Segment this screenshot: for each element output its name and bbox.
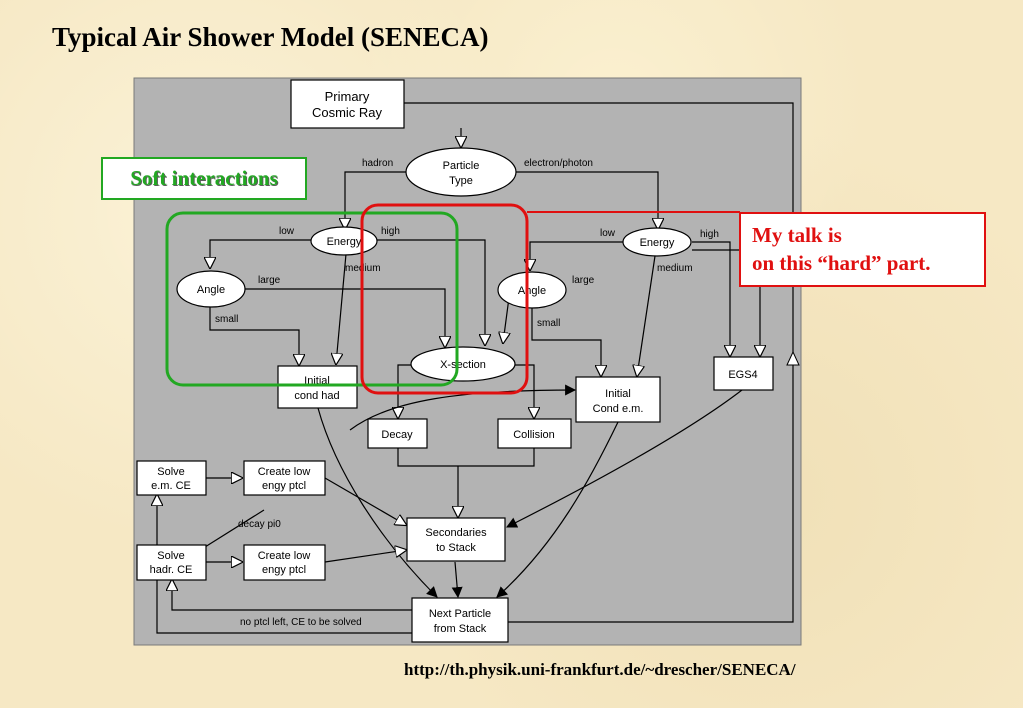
edge-create1-secondaries (324, 477, 406, 525)
soft-interactions-callout: Soft interactions (101, 157, 307, 200)
node-initial-had: Initial cond had (277, 365, 358, 409)
edge-join (397, 448, 535, 467)
node-secondaries: Secondaries to Stack (406, 517, 506, 562)
node-secondaries-line2: to Stack (436, 542, 476, 554)
edge-secondaries-next (451, 561, 463, 599)
node-create-low-2-line1: Create low (258, 550, 311, 562)
node-initial-em-line1: Initial (605, 388, 631, 400)
node-initial-had-line2: cond had (294, 390, 339, 402)
hard-part-line2: on this “hard” part. (752, 251, 931, 275)
hard-part-line1: My talk is (752, 223, 842, 247)
edge-medium-had (336, 253, 347, 364)
edge-high-em-a (692, 241, 730, 356)
edge-small-had (209, 306, 299, 365)
node-create-low-2-line2: engy ptcl (262, 564, 306, 576)
node-particle-type-line2: Type (449, 175, 473, 187)
edge-xsec-collision (515, 364, 534, 418)
node-primary: Primary Cosmic Ray (290, 79, 405, 129)
node-angle-hadron: Angle (176, 270, 246, 308)
soft-interactions-highlight (165, 211, 459, 387)
node-xsection-label: X-section (440, 359, 486, 371)
node-angle-hadron-label: Angle (197, 284, 225, 296)
node-solve-hadr-line1: Solve (157, 550, 185, 562)
label-high-had: high (381, 226, 400, 237)
node-energy-hadron: Energy (310, 226, 378, 256)
node-xsection: X-section (410, 346, 516, 382)
node-solve-hadr: Solve hadr. CE (136, 544, 207, 581)
label-medium-em: medium (657, 263, 693, 274)
node-next-particle-line1: Next Particle (429, 608, 491, 620)
edge-loop-arrowhead (786, 350, 800, 366)
node-energy-hadron-label: Energy (327, 236, 362, 248)
edge-hadron (345, 171, 407, 229)
node-initial-em-line2: Cond e.m. (593, 403, 644, 415)
node-next-particle: Next Particle from Stack (411, 597, 509, 643)
label-low-em: low (600, 228, 616, 239)
node-initial-em: Initial Cond e.m. (575, 376, 661, 423)
edge-xsec-decay (398, 364, 412, 418)
node-create-low-1-line1: Create low (258, 466, 311, 478)
edge-no-ptcl-lower (156, 580, 412, 634)
edge-large-had (244, 288, 445, 347)
label-no-ptcl-left: no ptcl left, CE to be solved (240, 617, 362, 628)
edge-low-em (530, 241, 624, 270)
node-next-particle-line2: from Stack (434, 623, 487, 635)
diagram-edges (156, 102, 800, 634)
edge-small-em (531, 308, 601, 376)
edge-egs4-secondaries (506, 389, 743, 528)
node-solve-em-line1: Solve (157, 466, 185, 478)
node-egs4: EGS4 (713, 356, 774, 391)
label-hadron: hadron (362, 158, 393, 169)
node-decay: Decay (367, 418, 428, 449)
node-angle-em: Angle (497, 271, 567, 309)
edge-next-loop (508, 365, 794, 623)
edge-create2-secondaries (324, 550, 406, 563)
label-large-em: large (572, 275, 595, 286)
node-angle-em-label: Angle (518, 285, 546, 297)
node-create-low-1-line2: engy ptcl (262, 480, 306, 492)
edge-high-had (376, 239, 485, 345)
slide-title: Typical Air Shower Model (SENECA) (52, 22, 489, 52)
node-collision-label: Collision (513, 429, 555, 441)
node-energy-em: Energy (622, 227, 692, 257)
label-high-em: high (700, 229, 719, 240)
edge-em (515, 171, 658, 229)
node-create-low-1: Create low engy ptcl (243, 460, 326, 496)
edge-decay-initial-em (349, 384, 577, 431)
hard-part-callout: My talk is on this “hard” part. (739, 212, 986, 287)
label-large-had: large (258, 275, 281, 286)
node-particle-type: Particle Type (405, 147, 517, 197)
node-energy-em-label: Energy (640, 237, 675, 249)
edge-no-ptcl (172, 580, 412, 611)
label-decay-pi0: decay pi0 (238, 519, 281, 530)
label-small-em: small (537, 318, 560, 329)
node-primary-line1: Primary (325, 89, 370, 104)
edge-initial-had-next (317, 407, 438, 598)
node-create-low-2: Create low engy ptcl (243, 544, 326, 581)
node-solve-hadr-line2: hadr. CE (150, 564, 193, 576)
node-collision: Collision (497, 418, 572, 449)
label-small-had: small (215, 314, 238, 325)
node-particle-type-line1: Particle (443, 160, 480, 172)
edge-medium-em (637, 255, 656, 376)
node-primary-line2: Cosmic Ray (312, 105, 383, 120)
node-solve-em: Solve e.m. CE (136, 460, 207, 496)
edge-initial-em-next (496, 421, 619, 598)
node-decay-label: Decay (381, 429, 413, 441)
soft-interactions-label: Soft interactions (130, 166, 278, 190)
edge-decay-pi0 (204, 509, 265, 548)
edge-low-had (210, 239, 312, 268)
label-low-had: low (279, 226, 295, 237)
label-electron-photon: electron/photon (524, 158, 593, 169)
node-egs4-label: EGS4 (728, 369, 757, 381)
node-secondaries-line1: Secondaries (425, 527, 487, 539)
node-solve-em-line2: e.m. CE (151, 480, 191, 492)
hard-part-highlight (360, 203, 529, 395)
footer-url: http://th.physik.uni-frankfurt.de/~dresc… (404, 660, 796, 679)
